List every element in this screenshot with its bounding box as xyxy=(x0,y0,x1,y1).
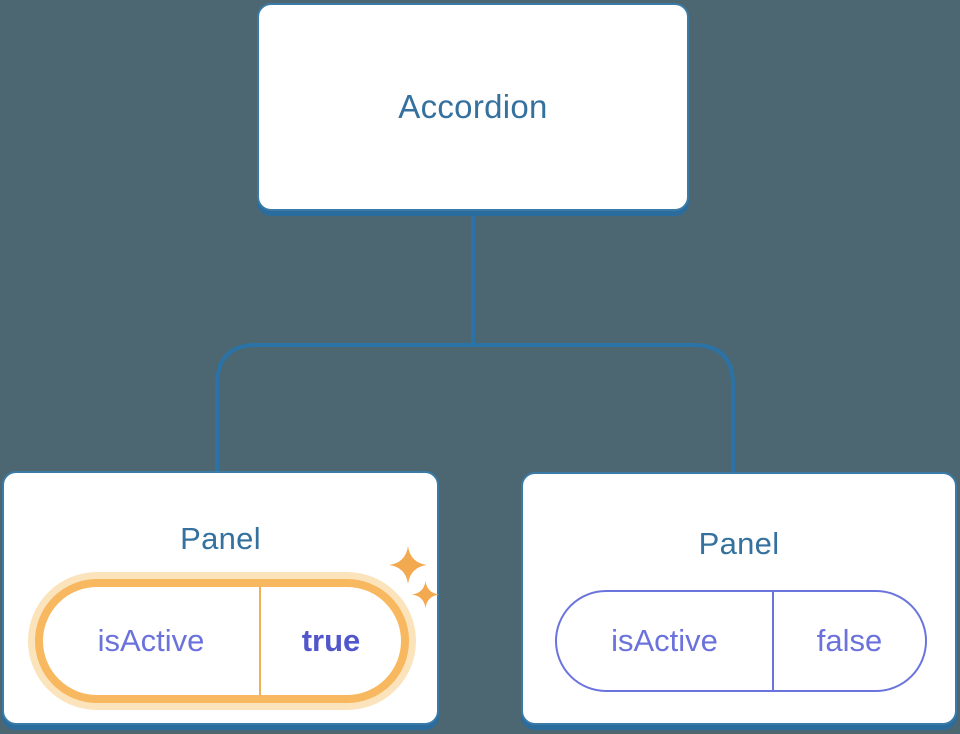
sparkle-small-icon xyxy=(412,581,439,608)
accordion-node-label: Accordion xyxy=(398,88,548,125)
connector-bracket xyxy=(215,343,735,473)
pill-divider xyxy=(259,587,261,695)
panel-node-active: Panel isActive true xyxy=(2,471,439,725)
accordion-node: Accordion xyxy=(257,3,689,211)
state-value-label: true xyxy=(301,623,361,658)
panel-node-label: Panel xyxy=(180,521,261,556)
state-key-label: isActive xyxy=(611,623,718,658)
panel-node-inactive: Panel isActive false xyxy=(521,472,957,725)
state-key-label: isActive xyxy=(97,623,205,658)
state-pill-active: isActive true xyxy=(35,579,409,703)
state-value-label: false xyxy=(816,623,883,658)
state-pill-inactive: isActive false xyxy=(555,590,927,692)
pill-divider xyxy=(772,592,774,690)
panel-node-label: Panel xyxy=(698,526,780,561)
